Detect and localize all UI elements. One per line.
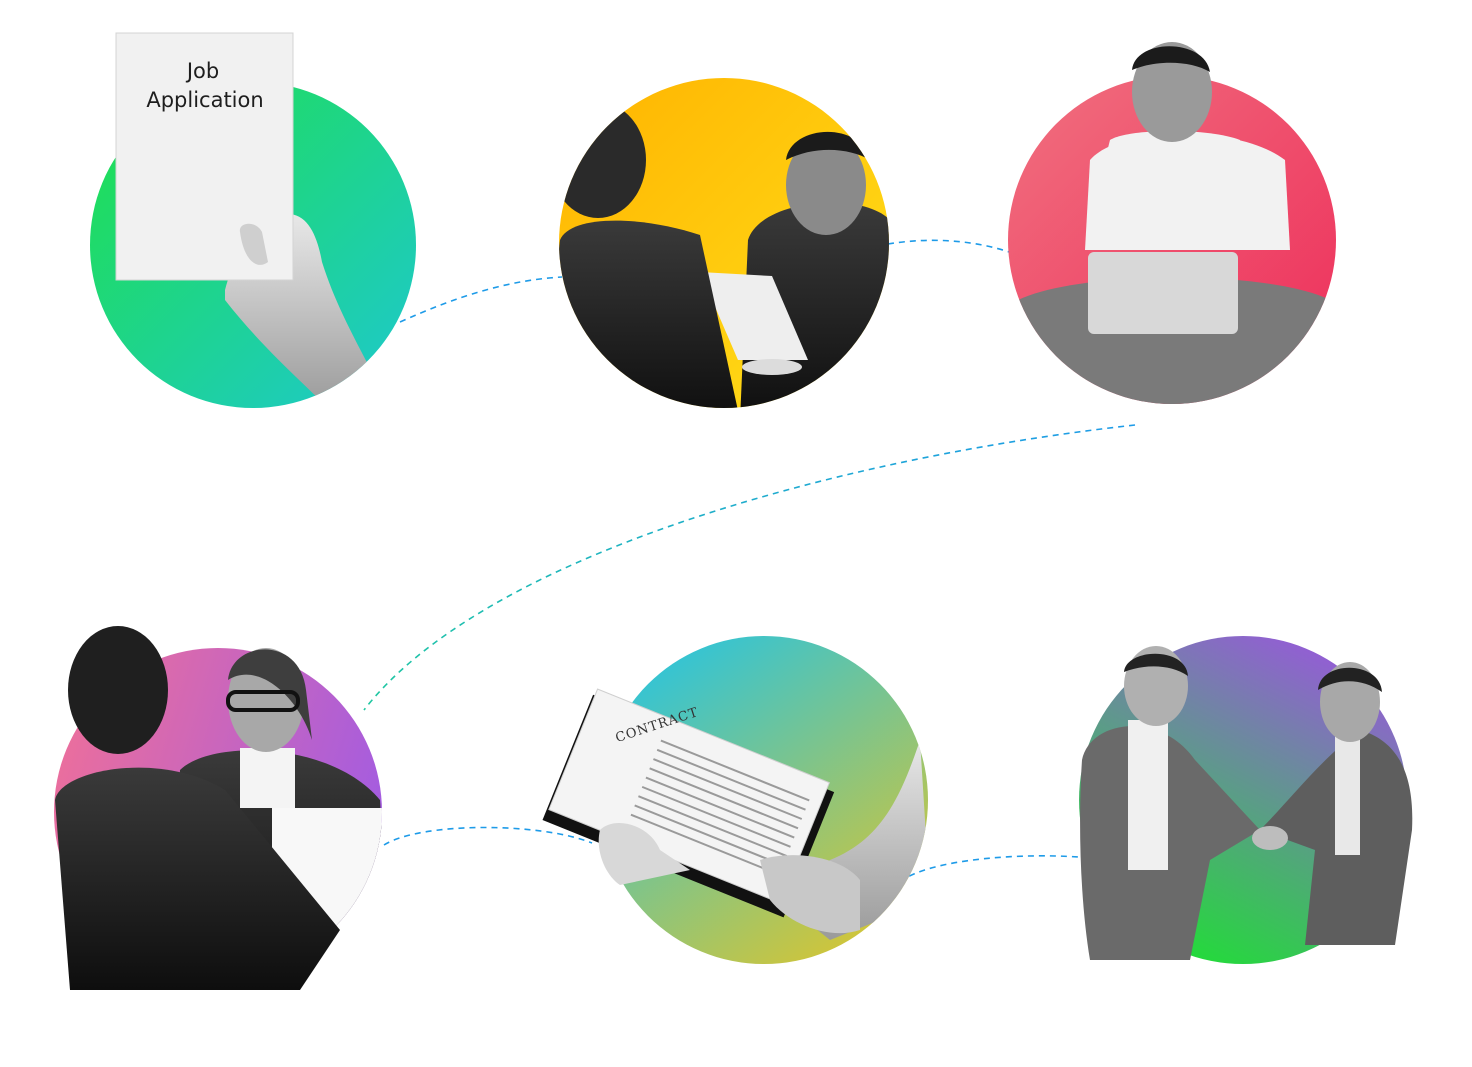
connector-2-3 bbox=[887, 239, 1013, 254]
handshake bbox=[1252, 826, 1288, 850]
step-hired-handshake bbox=[1079, 636, 1413, 964]
step-review-meeting bbox=[559, 78, 889, 408]
candidate-back-figure bbox=[55, 767, 340, 990]
application-label-line-2: Application bbox=[146, 88, 263, 112]
candidate-head bbox=[559, 102, 646, 218]
connector-3-4 bbox=[363, 424, 1136, 711]
connector-4-5 bbox=[383, 826, 593, 846]
receiver-hand bbox=[760, 855, 860, 934]
giver-hand bbox=[598, 822, 690, 885]
step-interview bbox=[54, 626, 382, 990]
contract-text-lines bbox=[630, 739, 810, 872]
man-left-figure bbox=[1080, 726, 1260, 960]
application-label-line-1: Job bbox=[185, 59, 219, 83]
application-paper bbox=[115, 32, 294, 281]
laptop bbox=[1088, 252, 1238, 334]
person-head bbox=[1132, 42, 1212, 142]
document-sheet bbox=[700, 272, 808, 360]
connector-lines bbox=[363, 239, 1136, 883]
connector-1-2 bbox=[399, 276, 563, 323]
step-contract: CONTRACT bbox=[542, 636, 928, 964]
candidate-back-head bbox=[68, 626, 168, 754]
glasses bbox=[226, 690, 300, 712]
interviewer-head bbox=[786, 135, 866, 235]
person-shirt-top bbox=[1100, 131, 1250, 180]
thumb-shape bbox=[239, 223, 268, 265]
step-consideration bbox=[1008, 42, 1336, 404]
step-job-application: Job Application bbox=[90, 32, 416, 408]
connector-5-6 bbox=[899, 855, 1091, 883]
